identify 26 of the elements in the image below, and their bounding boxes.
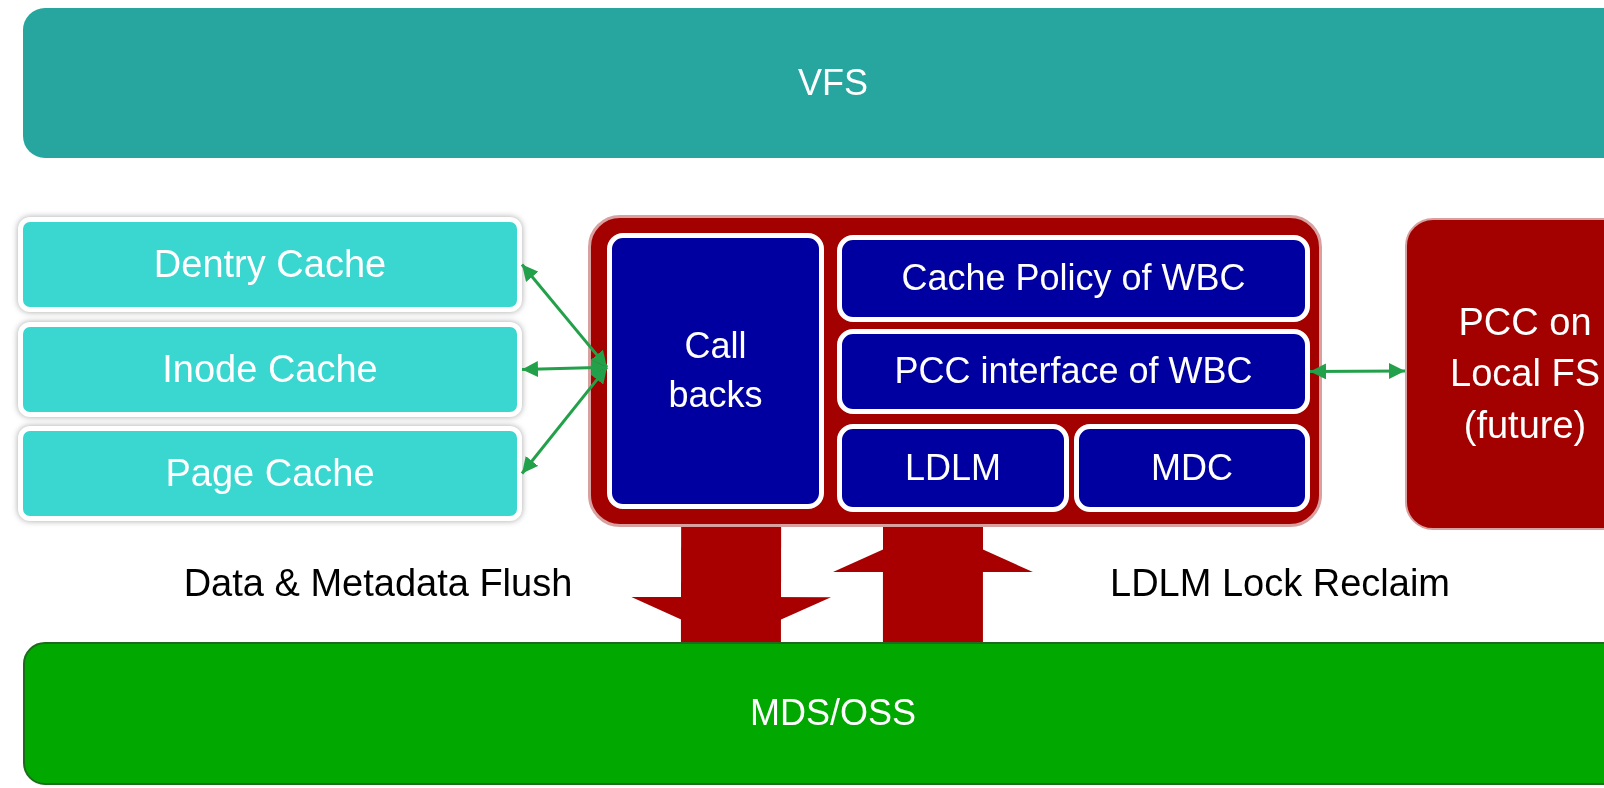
- node-label: MDC: [1150, 445, 1234, 490]
- node-label: MDS/OSS: [749, 691, 917, 736]
- node-label: LDLM: [904, 445, 1002, 490]
- node-label: Cache Policy of WBC: [900, 256, 1247, 301]
- node-label: PCC on Local FS (future): [1449, 300, 1601, 448]
- module-box: [837, 329, 1310, 414]
- node-label: Call backs: [667, 324, 764, 417]
- arrow: [521, 359, 608, 378]
- node-label: Page Cache: [164, 450, 376, 496]
- arrow: [520, 366, 609, 475]
- module-box: [1074, 424, 1310, 512]
- arrow: [520, 263, 609, 369]
- arrow: [1310, 363, 1405, 380]
- block-arrow: [832, 527, 1033, 642]
- layer-band: [23, 642, 1604, 785]
- block-arrow: [631, 527, 831, 642]
- node-label: VFS: [797, 60, 869, 105]
- node-label: Dentry Cache: [152, 241, 388, 287]
- client-frame: [588, 215, 1322, 527]
- module-box: [607, 233, 824, 509]
- node-label: PCC interface of WBC: [893, 349, 1254, 394]
- node-label: Inode Cache: [161, 346, 379, 392]
- module-box: [837, 424, 1069, 512]
- module-box: [837, 235, 1310, 322]
- side-box: [1405, 218, 1604, 530]
- layer-band: [23, 8, 1604, 158]
